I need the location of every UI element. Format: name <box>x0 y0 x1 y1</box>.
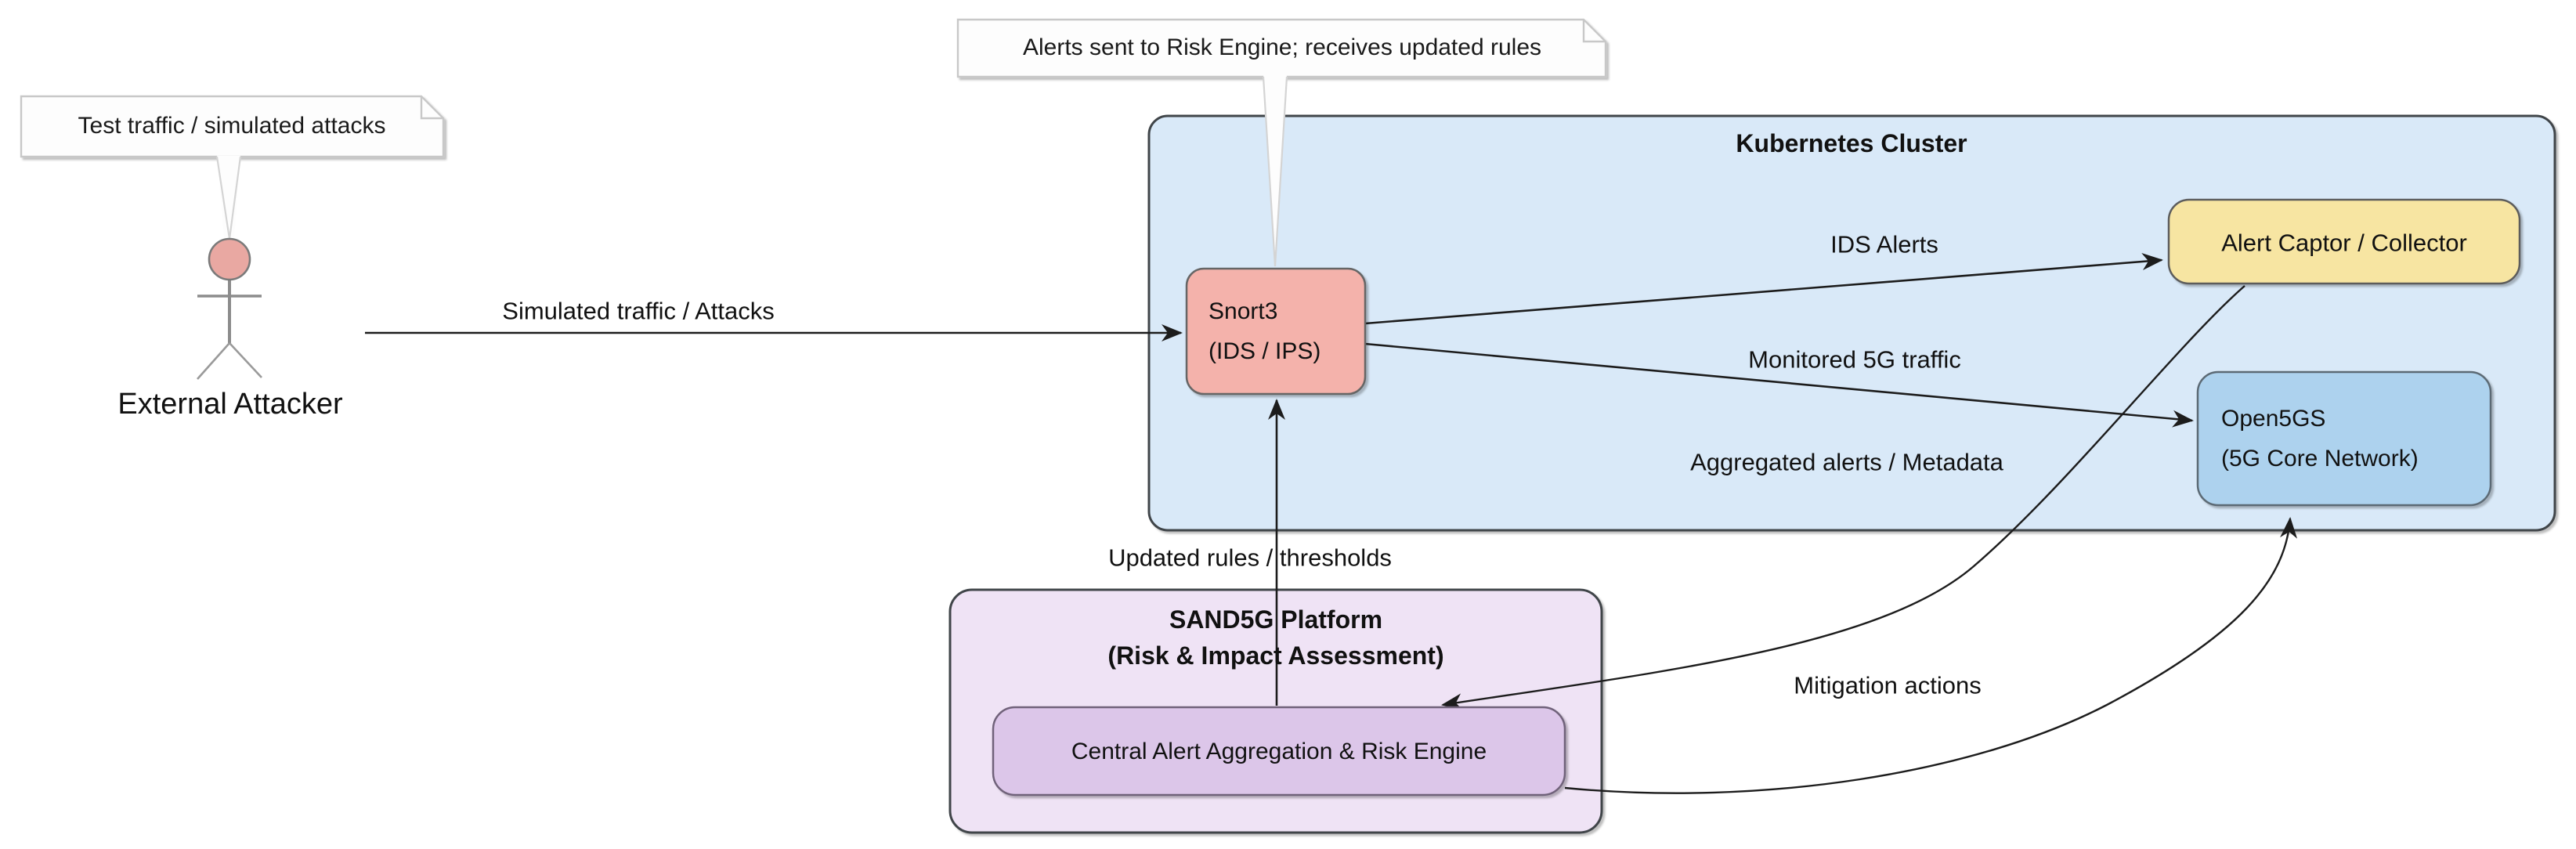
external-attacker-label: External Attacker <box>117 388 343 421</box>
edge-label-aggregated-alerts: Aggregated alerts / Metadata <box>1690 448 2003 476</box>
attacker-note-shape <box>20 95 445 158</box>
open5gs-line1: Open5GS <box>2221 406 2326 432</box>
snort-note-shape <box>956 18 1607 78</box>
sand5g-title-line1: SAND5G Platform <box>1169 605 1383 634</box>
snort3-line1: Snort3 <box>1209 298 1278 324</box>
edge-monitored-5g-traffic <box>1364 342 2194 428</box>
attacker-note-fold-icon <box>420 96 443 120</box>
alert-captor-node <box>2167 198 2521 285</box>
snort-note-tail <box>1262 76 1288 267</box>
alert-captor-label: Alert Captor / Collector <box>2221 229 2467 257</box>
actor-right-leg <box>229 342 262 378</box>
edge-label-ids-alerts: IDS Alerts <box>1830 230 1938 258</box>
snort3-node <box>1185 267 1367 396</box>
edge-label-monitored-traffic: Monitored 5G traffic <box>1748 345 1961 374</box>
edge-mitigation-actions <box>1564 517 2298 794</box>
snort3-line2: (IDS / IPS) <box>1209 338 1321 364</box>
edge-label-simulated-traffic: Simulated traffic / Attacks <box>502 297 775 325</box>
snort3-node-text: Snort3 (IDS / IPS) <box>1187 269 1365 394</box>
kubernetes-cluster-title: Kubernetes Cluster <box>1736 128 1967 157</box>
snort-note-fold-icon <box>1582 20 1606 43</box>
open5gs-node <box>2196 370 2492 507</box>
edge-label-updated-rules: Updated rules / thresholds <box>1108 544 1392 572</box>
edge-label-mitigation-actions: Mitigation actions <box>1794 671 1982 699</box>
risk-engine-label: Central Alert Aggregation & Risk Engine <box>1071 739 1487 764</box>
edge-aggregated-alerts <box>1441 285 2245 711</box>
snort-note-text: Alerts sent to Risk Engine; receives upd… <box>1022 34 1542 60</box>
open5gs-node-text: Open5GS (5G Core Network) <box>2198 372 2491 505</box>
sand5g-title-line2: (Risk & Impact Assessment) <box>1107 641 1444 670</box>
snort-note-tail-fill <box>1263 75 1287 266</box>
external-attacker-actor-icon <box>197 237 262 380</box>
attacker-note-text: Test traffic / simulated attacks <box>78 113 386 139</box>
actor-head <box>208 237 251 281</box>
open5gs-line2: (5G Core Network) <box>2221 446 2419 471</box>
edge-ids-alerts <box>1364 253 2163 325</box>
attacker-note-tail <box>215 156 242 240</box>
actor-left-leg <box>197 342 230 380</box>
risk-engine-node <box>992 706 1566 797</box>
